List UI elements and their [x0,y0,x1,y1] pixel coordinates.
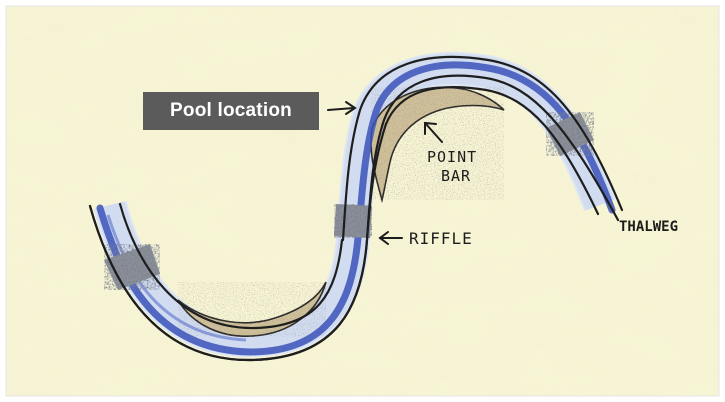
thalweg-label: THALWEG [619,219,678,235]
point-bar-label-line1: POINT [427,148,517,167]
riffle-middle [334,204,372,238]
riffle-label: RIFFLE [409,229,473,248]
point-bar-label-line2: BAR [427,167,517,186]
pool-location-label: Pool location [143,92,319,130]
point-bar-label: POINT BAR [427,148,517,186]
